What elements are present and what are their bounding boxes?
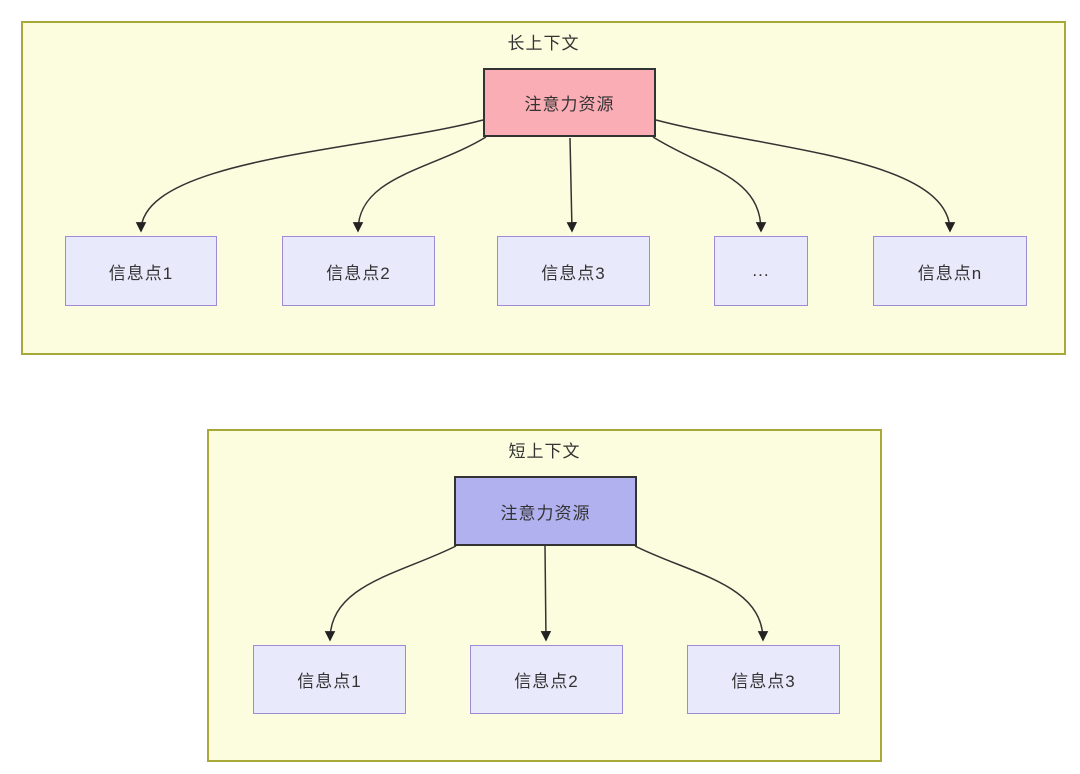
short-info-point-1: 信息点1 xyxy=(253,645,406,714)
short-info-point-2: 信息点2 xyxy=(470,645,623,714)
long-info-point-n: 信息点n xyxy=(873,236,1027,306)
long-info-point-2: 信息点2 xyxy=(282,236,435,306)
long-info-point-ellipsis: ... xyxy=(714,236,808,306)
short-info-point-3: 信息点3 xyxy=(687,645,840,714)
long-context-title: 长上下文 xyxy=(507,34,580,53)
long-info-point-1: 信息点1 xyxy=(65,236,217,306)
long-attention-resource-node: 注意力资源 xyxy=(483,68,656,137)
short-attention-resource-node: 注意力资源 xyxy=(454,476,637,546)
long-info-point-3: 信息点3 xyxy=(497,236,650,306)
short-context-title: 短上下文 xyxy=(508,442,581,461)
